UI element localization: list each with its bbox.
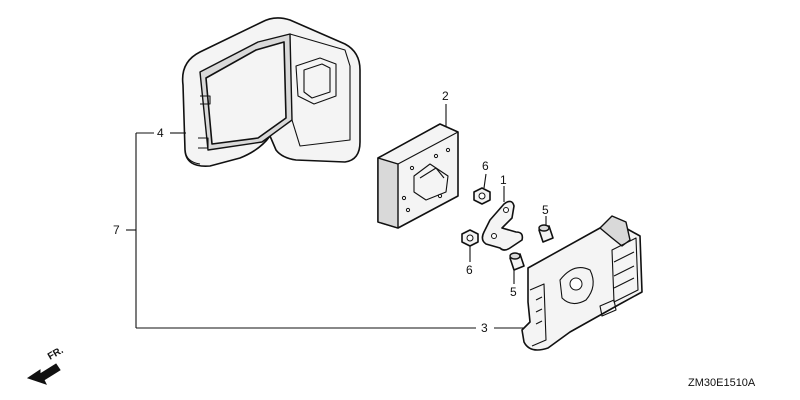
- collar-lower[interactable]: [509, 252, 525, 271]
- flange-nut-upper[interactable]: [473, 187, 491, 205]
- callout-5-lower: 5: [510, 285, 517, 299]
- flange-nut-lower[interactable]: [461, 229, 479, 247]
- callout-6-upper: 6: [482, 159, 489, 173]
- air-filter-element[interactable]: [377, 123, 459, 229]
- front-direction-arrow-icon: [26, 363, 61, 385]
- bracket-stay[interactable]: [481, 200, 524, 251]
- callout-4: 4: [157, 126, 164, 140]
- collar-upper[interactable]: [538, 224, 554, 243]
- leader-lines: [126, 104, 547, 329]
- air-cleaner-case[interactable]: [521, 215, 643, 351]
- diagram-code: ZM30E1510A: [688, 377, 756, 389]
- callout-5-upper: 5: [542, 203, 549, 217]
- callout-1: 1: [500, 173, 507, 187]
- callout-7: 7: [113, 223, 120, 237]
- air-cleaner-cover[interactable]: [181, 17, 361, 167]
- callout-2: 2: [442, 89, 449, 103]
- callout-6-lower: 6: [466, 263, 473, 277]
- front-direction-label: FR.: [46, 345, 66, 363]
- callout-3: 3: [481, 321, 488, 335]
